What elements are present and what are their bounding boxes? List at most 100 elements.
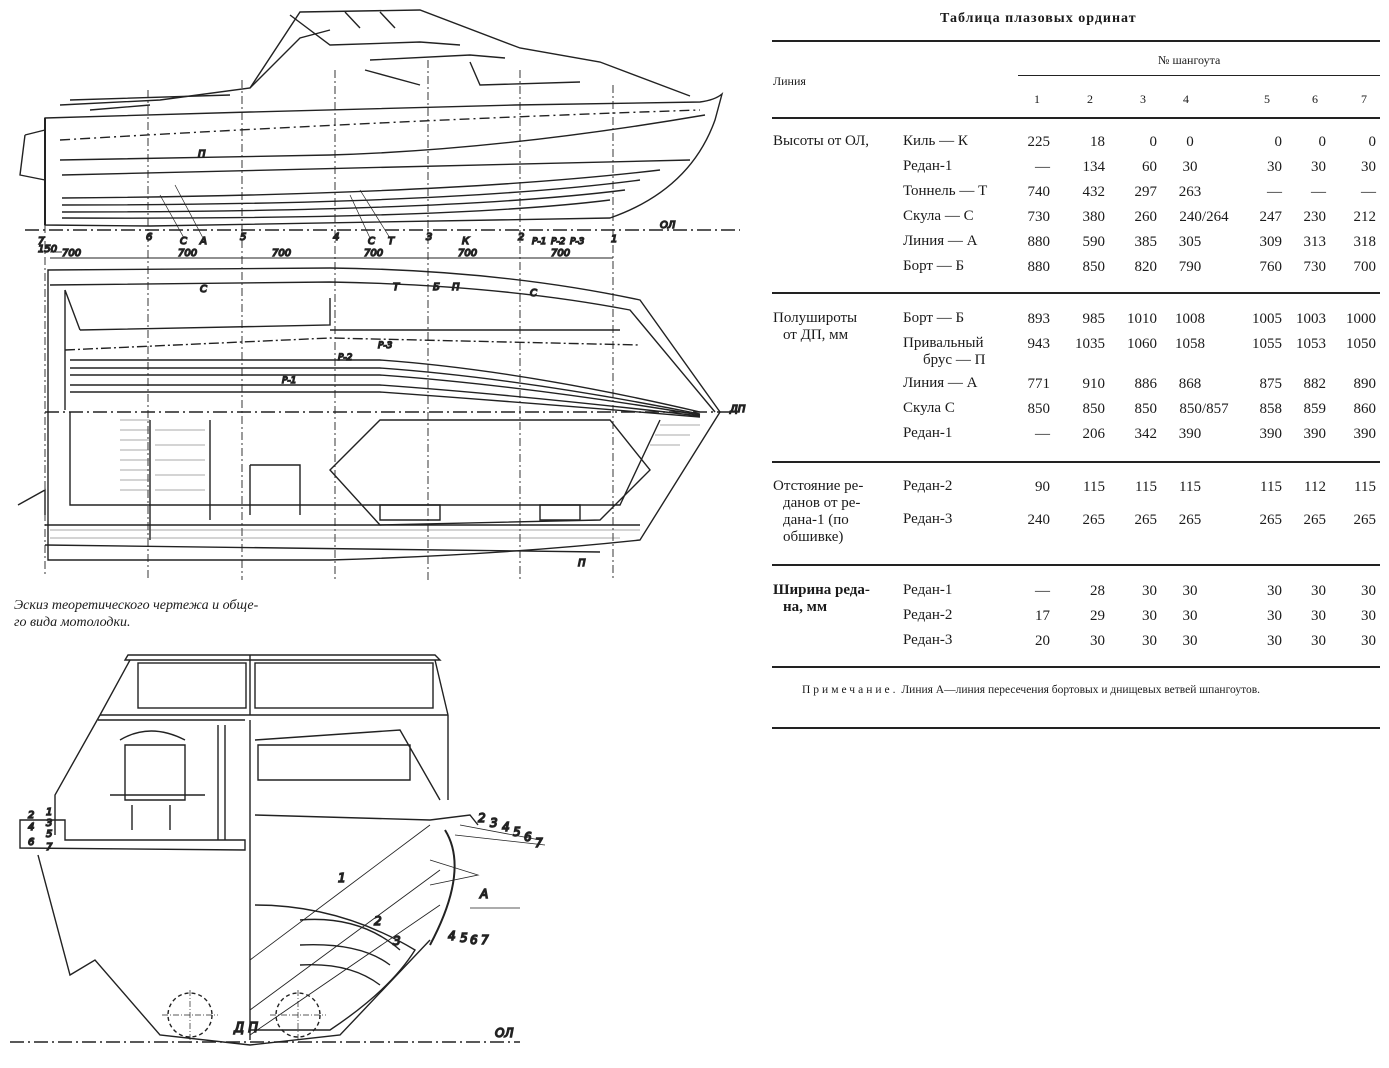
- table-cell: 850: [1027, 401, 1051, 417]
- station-7: 7: [38, 236, 45, 247]
- table-cell: 115: [1083, 479, 1105, 495]
- line-label: Редан-2: [903, 478, 952, 495]
- station-3: 3: [426, 232, 432, 243]
- line-label-part: Борт — Б: [903, 310, 965, 326]
- table-cell: 265: [1303, 512, 1327, 528]
- row-group-label-line: данов от ре-: [783, 495, 861, 511]
- table-cell: 730: [1027, 209, 1051, 225]
- table-cell: 313: [1303, 234, 1327, 250]
- table-cell: 0: [1274, 134, 1283, 150]
- station-2: 2: [518, 232, 524, 243]
- plan-view: [17, 267, 740, 561]
- line-label-part: Редан-2: [903, 478, 953, 494]
- section-label-right: 4: [502, 820, 510, 834]
- line-label: Скула — С: [903, 208, 974, 225]
- frame-number-header: 1: [1034, 92, 1040, 106]
- dim-700: 700: [458, 248, 477, 259]
- table-cell: 850/857: [1179, 401, 1229, 417]
- line-label: Борт — Б: [903, 258, 964, 275]
- line-label-part: Редан-3: [903, 632, 953, 648]
- centerplane-label: Д П: [233, 1021, 258, 1036]
- frame-number-header: 5: [1264, 92, 1270, 106]
- table-cell: 265: [1259, 512, 1283, 528]
- line-label: Борт — Б: [903, 310, 964, 327]
- table-cell: 30: [1361, 633, 1376, 649]
- line-label: Редан-1: [903, 158, 952, 175]
- profile-label-c: С: [180, 236, 187, 247]
- table-cell: 0: [1186, 134, 1194, 150]
- table-cell: 265: [1178, 512, 1202, 528]
- table-cell: 390: [1259, 426, 1283, 442]
- table-cell: 30: [1182, 608, 1198, 624]
- table-cell: 1058: [1175, 336, 1205, 352]
- station-5: 5: [240, 232, 246, 243]
- section-label-left: 1: [46, 807, 52, 818]
- table-cell: 240: [1027, 512, 1051, 528]
- section-label-right: 2: [478, 811, 486, 825]
- table-cell: 240/264: [1179, 209, 1229, 225]
- table-cell: 385: [1134, 234, 1158, 250]
- figure-caption: Эскиз теоретического чертежа и обще- го …: [14, 597, 258, 631]
- table-cell: 390: [1303, 426, 1327, 442]
- plan-label-r3: Р-3: [378, 341, 393, 351]
- table-cell: 265: [1353, 512, 1377, 528]
- table-cell: 225: [1027, 134, 1051, 150]
- table-cell: 850: [1082, 401, 1106, 417]
- table-cell: 590: [1082, 234, 1106, 250]
- table-cell: 30: [1361, 159, 1376, 175]
- table-cell: 30: [1267, 633, 1282, 649]
- table-cell: 1003: [1296, 311, 1326, 327]
- section-label-left: 2: [28, 810, 34, 821]
- table-cell: 910: [1082, 376, 1106, 392]
- table-cell: 1055: [1252, 336, 1282, 352]
- table-rule: [772, 727, 1380, 729]
- table-cell: 30: [1311, 633, 1326, 649]
- table-cell: 297: [1134, 184, 1158, 200]
- table-cell: —: [1035, 583, 1050, 599]
- line-label-part: Линия — А: [903, 375, 978, 391]
- table-cell: 390: [1178, 426, 1202, 442]
- profile-label-ol: ОЛ: [660, 220, 676, 231]
- section-label-right: 7: [535, 836, 543, 850]
- table-cell: 318: [1353, 234, 1377, 250]
- table-cell: 265: [1134, 512, 1158, 528]
- frame-label-2: 2: [374, 914, 382, 928]
- table-cell: 30: [1311, 608, 1326, 624]
- section-label-left: 3: [46, 818, 52, 829]
- plan-label-b: Б: [433, 282, 440, 293]
- table-cell: 1000: [1346, 311, 1376, 327]
- frame-label-1: 1: [338, 871, 346, 885]
- table-rule: [772, 292, 1380, 294]
- table-cell: 850: [1134, 401, 1158, 417]
- profile-label-a: А: [199, 236, 207, 247]
- table-cell: 30: [1361, 583, 1376, 599]
- table-cell: 893: [1027, 311, 1051, 327]
- table-note: Примечание. Линия А—линия пересечения бо…: [772, 684, 1380, 697]
- row-group-label-line: обшивке): [783, 529, 844, 545]
- section-label-bottom: 5: [460, 931, 468, 945]
- table-cell: 305: [1178, 234, 1202, 250]
- table-cell: 30: [1267, 608, 1282, 624]
- table-cell: 771: [1027, 376, 1051, 392]
- boat-lines-drawing: 7 6 5 4 3 2 1 150 700 700 700 700 700 70…: [10, 9, 747, 1046]
- table-rule: [772, 117, 1380, 119]
- table-cell: 1035: [1075, 336, 1105, 352]
- table-cell: 115: [1260, 479, 1282, 495]
- column-group-header: № шангоута: [1158, 53, 1221, 67]
- section-label-left: 6: [28, 837, 34, 848]
- dim-700: 700: [62, 248, 81, 259]
- table-rule: [772, 666, 1380, 668]
- table-cell: 342: [1134, 426, 1158, 442]
- line-label-part: Тоннель — Т: [903, 183, 988, 199]
- table-cell: 115: [1179, 479, 1201, 495]
- line-label: Редан-2: [903, 607, 952, 624]
- body-plan-view: [10, 654, 546, 1046]
- row-group-label-line: Высоты от ОЛ,: [773, 133, 870, 149]
- line-label-part: Борт — Б: [903, 258, 965, 274]
- table-cell: 943: [1027, 336, 1051, 352]
- table-cell: 265: [1082, 512, 1106, 528]
- table-cell: 985: [1082, 311, 1106, 327]
- table-cell: 20: [1035, 633, 1050, 649]
- line-label-part: Редан-1: [903, 158, 953, 174]
